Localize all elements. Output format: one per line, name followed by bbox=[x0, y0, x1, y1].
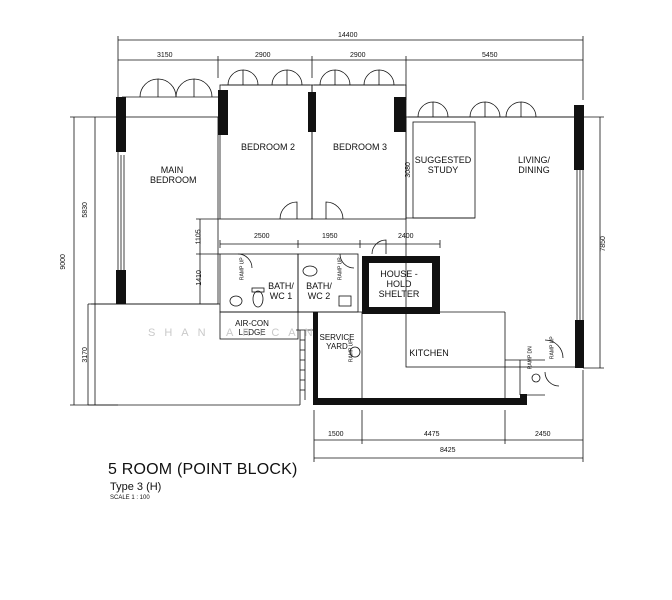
room-kitchen: KITCHEN bbox=[409, 348, 449, 358]
dim-right-depth: 7850 bbox=[599, 236, 607, 252]
ramp-label-5: RAMP UP bbox=[549, 336, 556, 360]
dim-bottom-2: 4475 bbox=[424, 431, 440, 438]
plan-title: 5 ROOM (POINT BLOCK) bbox=[108, 461, 298, 478]
room-bedroom-2: BEDROOM 2 bbox=[240, 142, 295, 152]
ramp-label-3: RAMP UP bbox=[348, 339, 355, 363]
dim-top-4: 5450 bbox=[482, 52, 498, 59]
dim-study-depth: 3080 bbox=[404, 162, 412, 178]
dim-left-2: 1105 bbox=[195, 229, 203, 245]
dim-top-3: 2900 bbox=[350, 52, 366, 59]
ramp-label-2: RAMP UP bbox=[337, 257, 344, 281]
dim-mid-2: 1950 bbox=[322, 233, 338, 240]
room-bath-wc-2: BATH/ WC 2 bbox=[306, 281, 332, 301]
dim-bottom-1: 1500 bbox=[328, 431, 344, 438]
dim-mid-3: 2400 bbox=[398, 233, 414, 240]
dim-left-3: 1410 bbox=[195, 270, 203, 286]
room-main-bedroom: MAIN BEDROOM bbox=[150, 165, 197, 185]
room-aircon-ledge: AIR-CON LEDGE bbox=[235, 319, 269, 337]
dim-bottom-3: 2450 bbox=[535, 431, 551, 438]
dim-left-1: 5830 bbox=[81, 202, 89, 218]
room-service-yard: SERVICE YARD bbox=[319, 333, 355, 351]
dim-top-2: 2900 bbox=[255, 52, 271, 59]
dim-top-total: 14400 bbox=[338, 32, 358, 39]
room-bath-wc-1: BATH/ WC 1 bbox=[268, 281, 294, 301]
plan-scale: SCALE 1 : 100 bbox=[110, 495, 150, 501]
dim-mid-1: 2500 bbox=[254, 233, 270, 240]
ramp-label-4: RAMP DN bbox=[527, 346, 534, 370]
dim-left-4: 3170 bbox=[81, 347, 89, 363]
dim-bottom-total: 8425 bbox=[440, 447, 456, 454]
ramp-label-1: RAMP UP bbox=[239, 257, 246, 281]
room-suggested-study: SUGGESTED STUDY bbox=[414, 155, 472, 175]
watermark: SHAN ARICAN bbox=[148, 327, 322, 339]
dim-left-total: 9000 bbox=[59, 254, 67, 270]
room-household-shelter: HOUSE -HOLD SHELTER bbox=[378, 269, 420, 299]
room-living-dining: LIVING/ DINING bbox=[517, 155, 550, 175]
dim-top-1: 3150 bbox=[157, 52, 173, 59]
plan-type: Type 3 (H) bbox=[110, 481, 162, 493]
room-bedroom-3: BEDROOM 3 bbox=[332, 142, 387, 152]
